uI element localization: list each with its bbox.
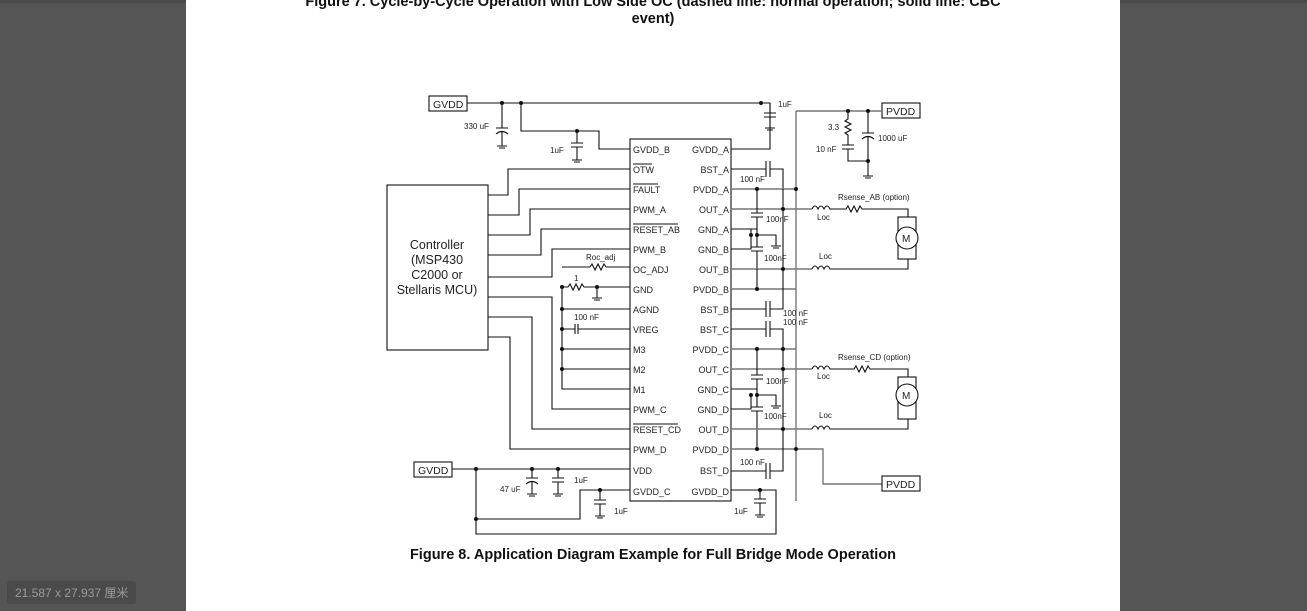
pin-gvdd-d: GVDD_D [691,487,729,497]
r33-label: 3.3 [828,123,840,132]
pin-pvdd-a: PVDD_A [693,185,729,195]
loc-a-label: Loc [817,213,830,222]
application-schematic: GVDD_B OTW FAULT PWM_A RESET_AB PWM_B OC… [386,95,921,535]
pvdd-bottom-label: PVDD [886,479,916,491]
pvdd-top-label: PVDD [886,106,916,118]
pin-gvdd-b: GVDD_B [633,145,670,155]
controller-label-line2: (MSP430 [411,253,463,267]
pin-agnd: AGND [633,305,660,315]
pin-gnd-b: GND_B [698,245,729,255]
pin-otw: OTW [633,165,654,175]
pin-reset-cd: RESET_CD [633,425,682,435]
gvdd-bottom-label: GVDD [418,465,449,477]
pin-fault: FAULT [633,185,661,195]
controller-label-line3: C2000 or [411,268,462,282]
pin-oc-adj: OC_ADJ [633,265,669,275]
pin-vdd: VDD [633,466,653,476]
ic-right-pins: GVDD_A BST_A PVDD_A OUT_A GND_A GND_B OU… [691,145,729,497]
pin-m1: M1 [633,385,646,395]
pin-vreg: VREG [633,325,659,335]
roc-adj-label: Roc_adj [586,253,616,262]
controller-label-line1: Controller [410,238,464,252]
pin-pvdd-d: PVDD_D [692,445,729,455]
c-bst-d-label: 100 nF [740,458,765,467]
pin-bst-d: BST_D [700,466,730,476]
pin-pvdd-c: PVDD_C [692,345,729,355]
pin-out-b: OUT_B [699,265,729,275]
rsense-ab-label: Rsense_AB (option) [838,193,910,202]
c1u-gvdda-label: 1uF [778,100,792,109]
pin-pwm-b: PWM_B [633,245,666,255]
c1000u-label: 1000 uF [878,134,907,143]
pin-out-d: OUT_D [698,425,729,435]
controller-block [386,184,489,351]
pin-gnd-a: GND_A [698,225,729,235]
pvdd-bottom-box [881,475,921,492]
pin-gvdd-a: GVDD_A [692,145,729,155]
c-bst-a-label: 100 nF [740,175,765,184]
motor-ab-label: M [902,234,910,245]
figure7-caption-line1: Figure 7. Cycle-by-Cycle Operation with … [305,0,1001,10]
loc-b-label: Loc [819,252,832,261]
gvdd-top-label: GVDD [433,99,464,111]
gvdd-top-network: GVDD 330 uF 1uF 1uF [428,95,792,163]
pin-gnd-c: GND_C [697,385,729,395]
motor-cd [895,383,919,407]
c-pvdd-c-label: 100nF [766,377,789,386]
pin-bst-a: BST_A [700,165,729,175]
controller-label-line4: Stellaris MCU) [397,283,478,297]
config-network: Roc_adj 1 100 nF [560,253,630,390]
c-pvdd-a-label: 100nF [766,215,789,224]
pin-pvdd-b: PVDD_B [693,285,729,295]
bridge-cd: 100 nF Loc Rsense_CD (option) M 100nF 10… [731,318,921,492]
pin-bst-b: BST_B [700,305,729,315]
pin-gnd: GND [633,285,654,295]
pin-reset-ab: RESET_AB [633,225,680,235]
loc-c-label: Loc [817,372,830,381]
c47u-label: 47 uF [500,485,521,494]
figure8-caption: Figure 8. Application Diagram Example fo… [409,547,897,563]
r1-label: 1 [574,274,579,283]
pin-pwm-a: PWM_A [633,205,666,215]
controller-wires [488,168,630,450]
pin-gnd-d: GND_D [697,405,729,415]
c1u-gvddb-label: 1uF [550,146,564,155]
c-bst-c-label: 100 nF [783,318,808,327]
bridge-ab: 100 nF Loc Rsense_AB (option) M 100nF [731,161,919,318]
rsense-cd-label: Rsense_CD (option) [838,353,911,362]
pin-pwm-c: PWM_C [633,405,667,415]
c330-label: 330 uF [464,122,489,131]
c-bst-b-label: 100 nF [783,309,808,318]
c1u-gvddd-label: 1uF [734,507,748,516]
page-size-badge: 21.587 x 27.937 厘米 [7,581,137,604]
pin-out-a: OUT_A [699,205,729,215]
figure7-caption-line2: event) [631,11,675,27]
controller-label: Controller (MSP430 C2000 or Stellaris MC… [397,238,478,297]
c10n-label: 10 nF [816,145,837,154]
c1u-vdd-label: 1uF [574,476,588,485]
pin-bst-c: BST_C [700,325,730,335]
motor-ab [895,226,919,250]
ic-left-pins: GVDD_B OTW FAULT PWM_A RESET_AB PWM_B OC… [633,145,682,497]
pvdd-top-network: PVDD 3.3 10 nF 1000 uF [795,102,921,501]
c-pvdd-b-label: 100nF [764,254,787,263]
gvdd-bottom-network: GVDD 47 uF 1uF 1uF 1uF [413,461,777,535]
loc-d-label: Loc [819,411,832,420]
pin-m3: M3 [633,345,646,355]
figure7-caption: Figure 7. Cycle-by-Cycle Operation with … [186,0,1120,28]
pin-pwm-d: PWM_D [633,445,667,455]
ic-body [629,138,732,502]
pin-m2: M2 [633,365,646,375]
document-page: Figure 7. Cycle-by-Cycle Operation with … [186,0,1120,611]
c-vreg-label: 100 nF [574,313,599,322]
c-pvdd-d-label: 100nF [764,412,787,421]
pin-gvdd-c: GVDD_C [633,487,671,497]
pin-out-c: OUT_C [698,365,729,375]
c1u-gvddc-label: 1uF [614,507,628,516]
roc-adj-resistor [589,262,607,272]
motor-cd-label: M [902,391,910,402]
